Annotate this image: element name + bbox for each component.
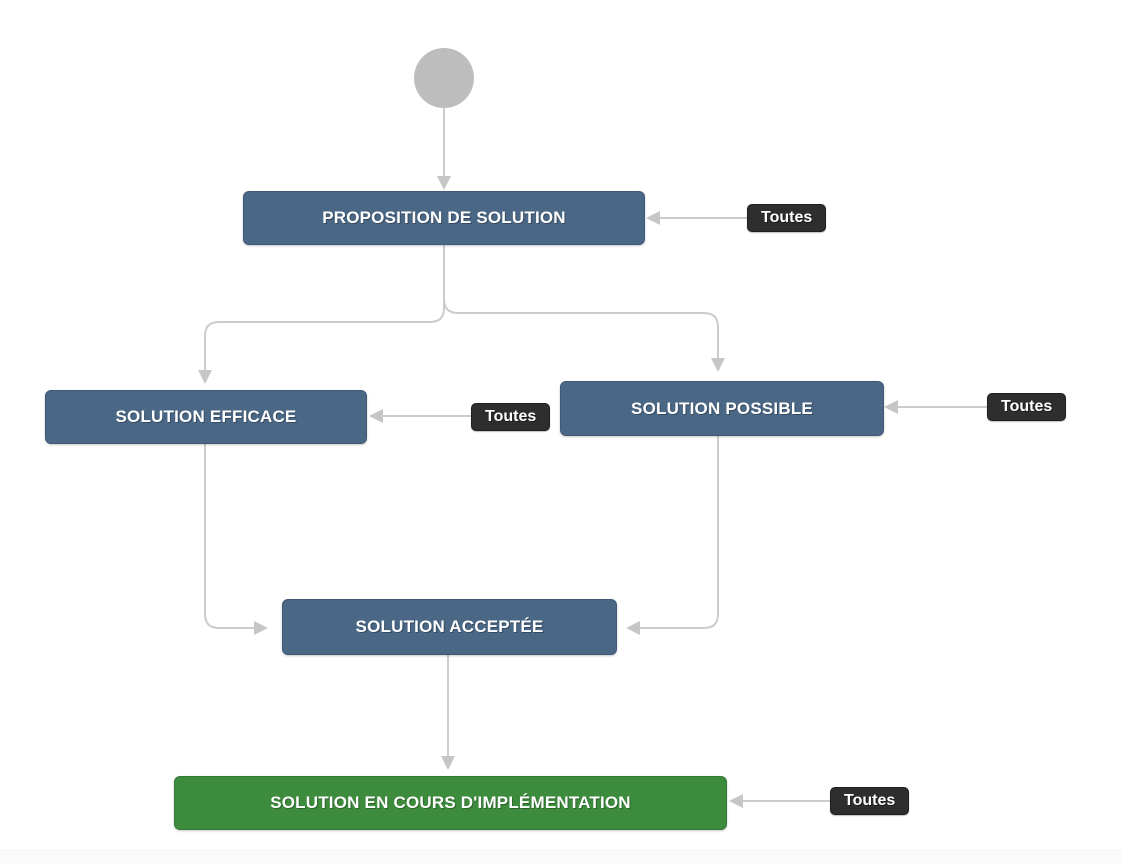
status-label: SOLUTION EN COURS D'IMPLÉMENTATION — [270, 793, 631, 812]
status-node-solution-en-cours-implementation[interactable]: SOLUTION EN COURS D'IMPLÉMENTATION — [174, 776, 727, 830]
arrowhead-icon — [646, 211, 660, 225]
arrowhead-icon — [711, 358, 725, 372]
start-node-circle[interactable] — [414, 48, 474, 108]
arrowhead-icon — [254, 621, 268, 635]
edge-proposition-to-possible — [443, 243, 719, 358]
arrowhead-icon — [626, 621, 640, 635]
arrowhead-icon — [729, 794, 743, 808]
arrowhead-icon — [437, 176, 451, 190]
status-node-solution-acceptee[interactable]: SOLUTION ACCEPTÉE — [282, 599, 617, 655]
status-label: SOLUTION ACCEPTÉE — [355, 617, 544, 636]
status-node-solution-possible[interactable]: SOLUTION POSSIBLE — [560, 381, 884, 436]
transition-label-toutes-efficace[interactable]: Toutes — [471, 403, 551, 431]
status-label: SOLUTION POSSIBLE — [631, 398, 813, 418]
transition-label-toutes-proposition[interactable]: Toutes — [747, 204, 827, 232]
bottom-panel-edge — [0, 850, 1122, 864]
status-label: SOLUTION EFFICACE — [115, 407, 297, 426]
edge-possible-to-acceptee — [640, 434, 719, 629]
status-label: PROPOSITION DE SOLUTION — [322, 208, 566, 227]
edge-proposition-to-efficace — [204, 243, 445, 370]
edge-efficace-to-acceptee — [204, 442, 254, 629]
transition-label-toutes-implementation[interactable]: Toutes — [830, 787, 910, 815]
status-node-solution-efficace[interactable]: SOLUTION EFFICACE — [45, 390, 367, 444]
transition-label-toutes-possible[interactable]: Toutes — [987, 393, 1067, 421]
arrowhead-icon — [441, 756, 455, 770]
arrowhead-icon — [369, 409, 383, 423]
arrowhead-icon — [198, 370, 212, 384]
arrowhead-icon — [884, 400, 898, 414]
status-node-proposition-de-solution[interactable]: PROPOSITION DE SOLUTION — [243, 191, 645, 245]
